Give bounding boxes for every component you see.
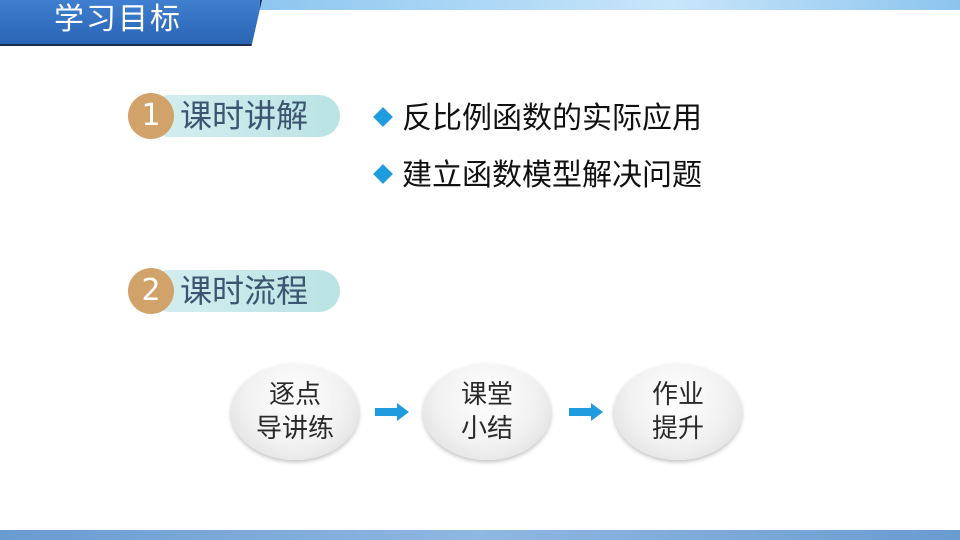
flow-node-2-line1: 课堂 [460,380,513,410]
section-1-number: 1 [128,93,174,139]
bullet-item-2: 建立函数模型解决问题 [372,156,702,196]
section-2-pill [148,270,340,312]
section-2-number: 2 [128,268,174,314]
flow-node-3: 作业 提升 [614,364,742,460]
section-1-pill [148,95,340,137]
bullet-2-text: 建立函数模型解决问题 [402,158,702,193]
arrow-right-icon [375,403,409,421]
diamond-icon [373,106,393,127]
top-decor-band [0,0,960,10]
bullet-item-1: 反比例函数的实际应用 [372,99,702,139]
flow-node-2: 课堂 小结 [423,364,551,460]
flow-node-1: 逐点 导讲练 [231,364,359,460]
flow-node-3-line1: 作业 [651,380,704,410]
section-2-label: 课时流程 [180,272,309,310]
page-title: 学习目标 [54,2,182,37]
diamond-icon [373,163,393,184]
title-banner: 学习目标 [0,0,262,46]
flow-node-1-line2: 导讲练 [255,414,334,444]
bullet-1-text: 反比例函数的实际应用 [402,101,702,136]
bottom-decor-band [0,530,960,540]
flow-node-3-line2: 提升 [651,414,704,444]
arrow-right-icon [569,403,603,421]
section-1-label: 课时讲解 [180,97,309,135]
flow-node-1-line1: 逐点 [268,380,321,410]
flow-node-2-line2: 小结 [460,414,513,444]
